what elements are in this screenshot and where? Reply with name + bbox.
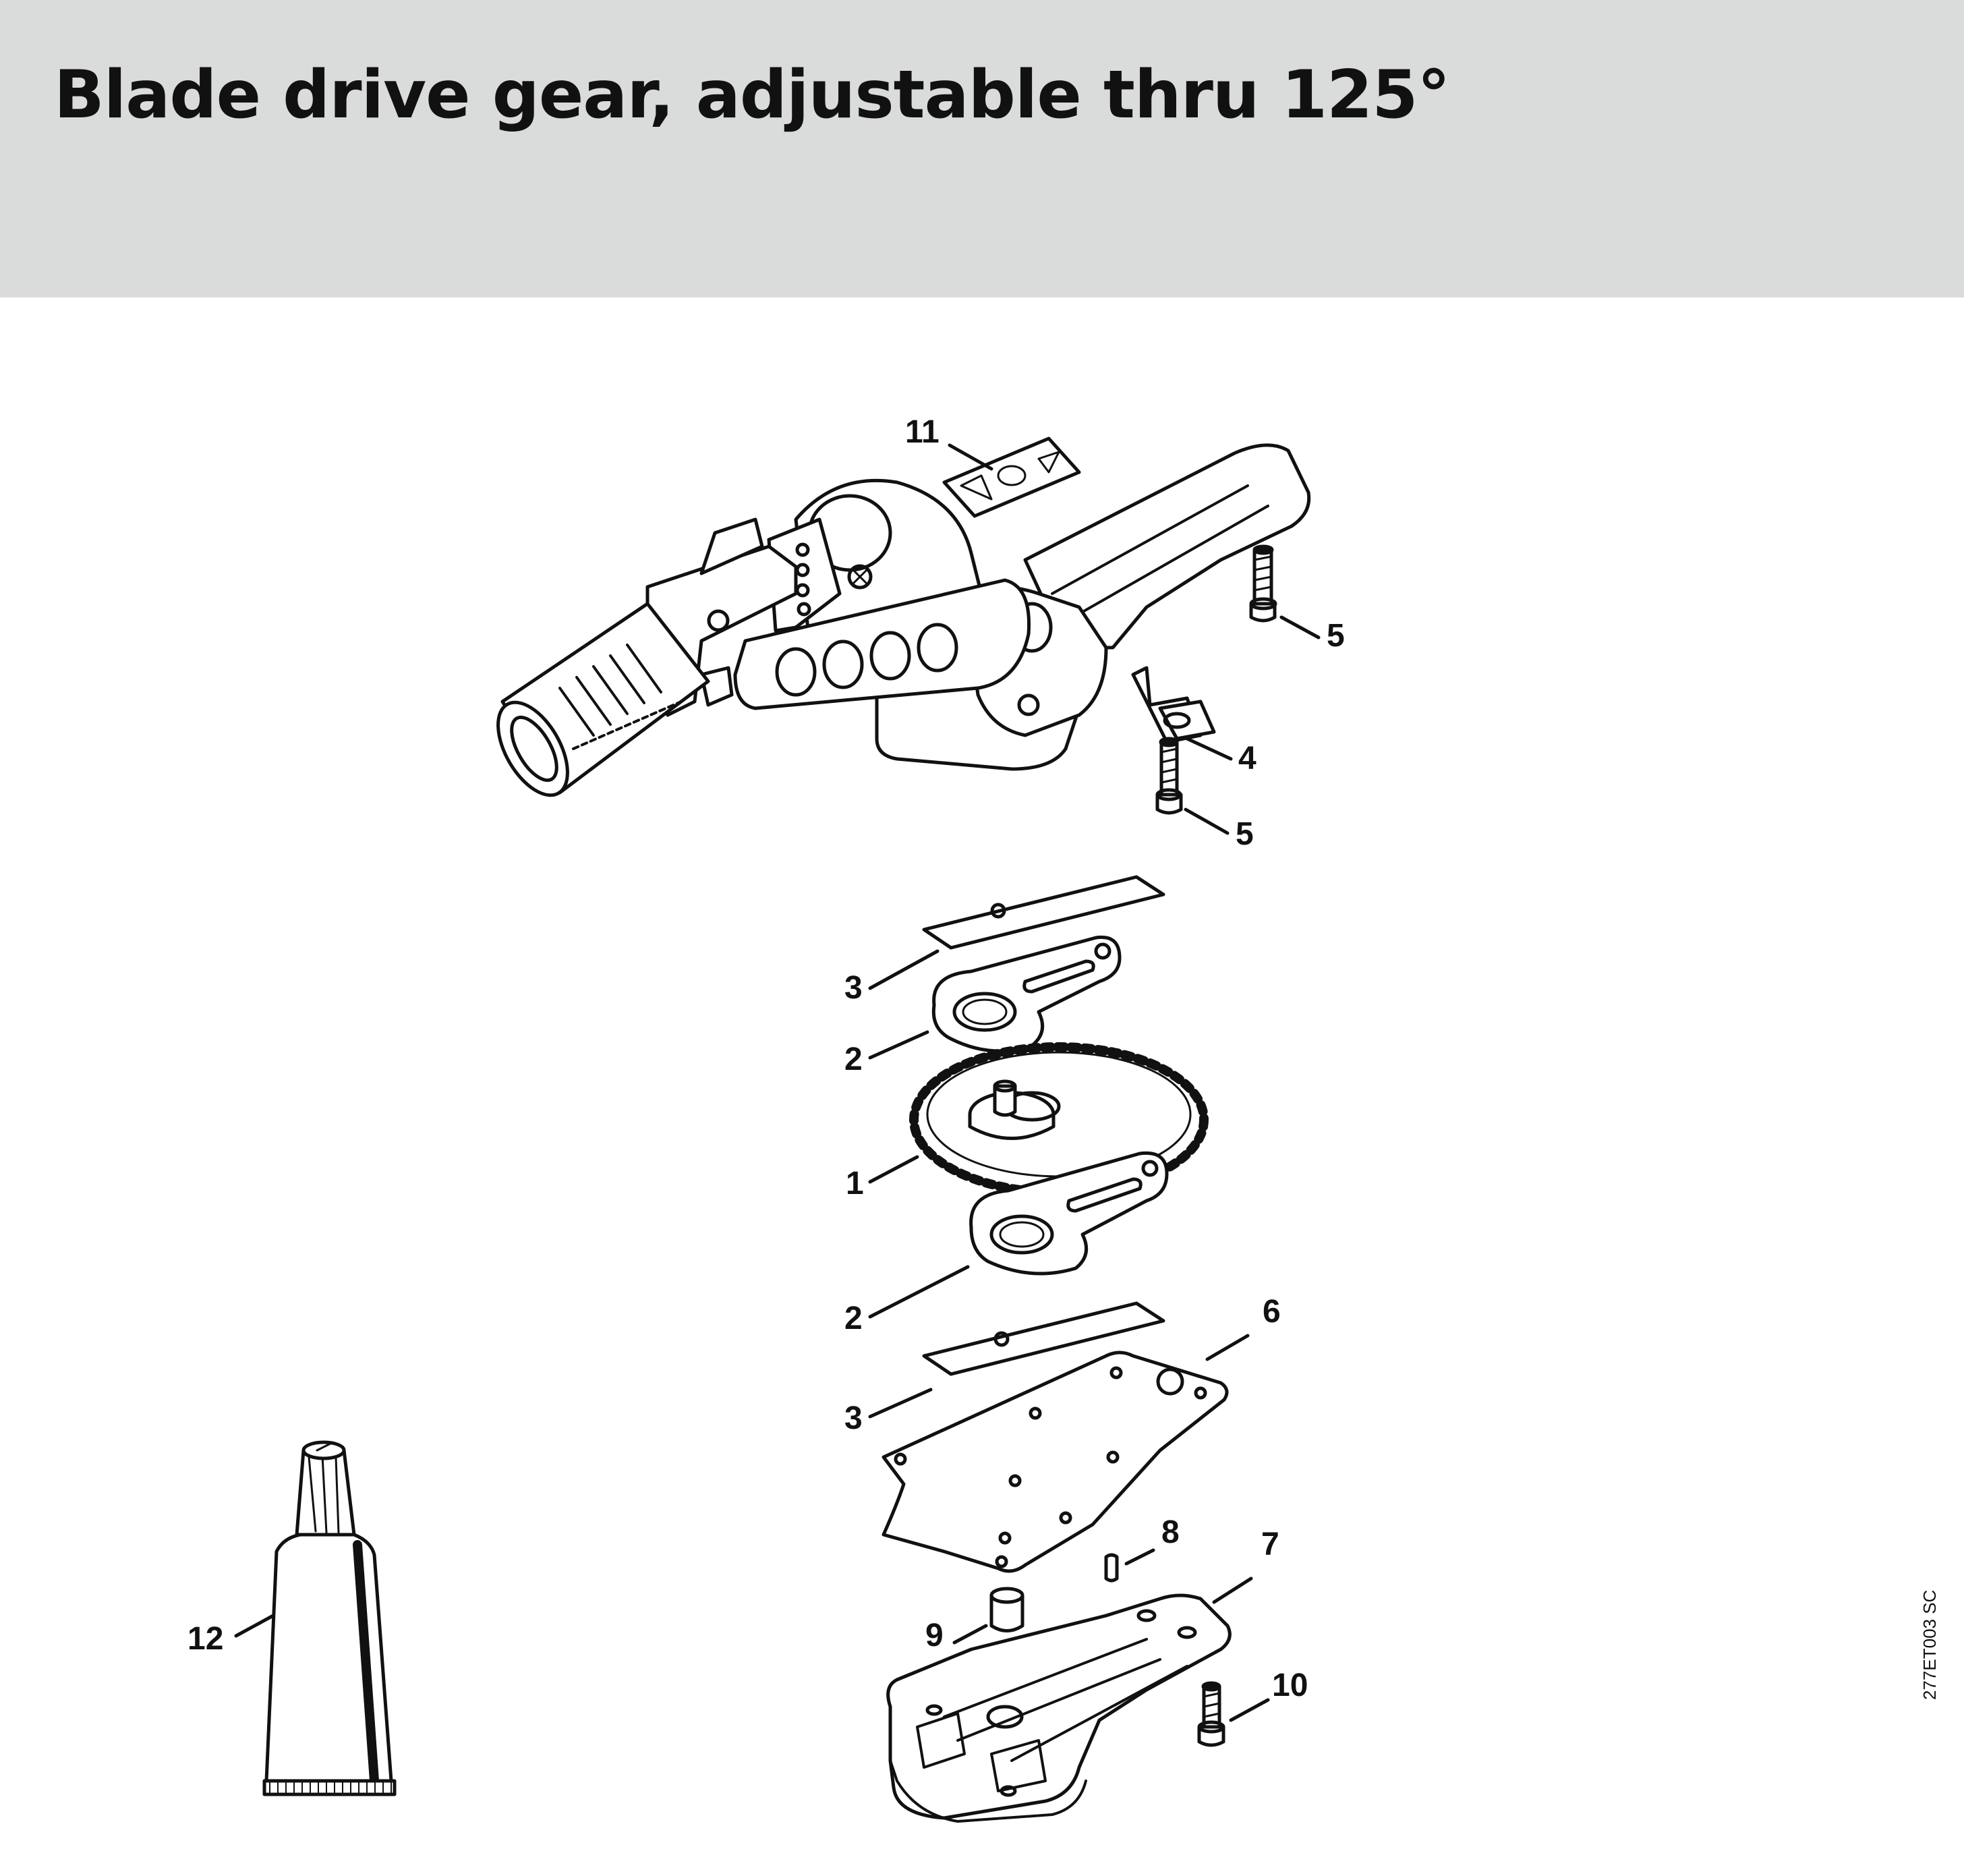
- screw-part-5-lower: [1155, 737, 1183, 815]
- screw-part-10: [1197, 1681, 1225, 1747]
- grease-tube-part-12: [262, 1440, 397, 1796]
- diagram-svg: [234, 436, 1321, 1823]
- screw-part-5-upper: [1249, 544, 1277, 623]
- callout-4: 4: [1238, 741, 1257, 776]
- callout-5-upper: 5: [1327, 618, 1345, 654]
- gasket-part-6: [882, 1351, 1229, 1573]
- callout-12: 12: [187, 1621, 224, 1657]
- shim-part-3-lower: [922, 1301, 1165, 1376]
- gear-head-housing: [496, 443, 1311, 797]
- connecting-rod-part-2-upper: [931, 935, 1122, 1053]
- decal-part-11: [942, 436, 1081, 518]
- connecting-rod-part-2-lower: [969, 1151, 1169, 1276]
- exploded-parts-diagram: 11 5 4 5 3 2 1 2 6 3 8 7 9 10 12: [0, 297, 1964, 1873]
- callout-6: 6: [1263, 1294, 1281, 1330]
- page-title: Blade drive gear, adjustable thru 125°: [54, 57, 1450, 134]
- callout-2-upper: 2: [844, 1042, 863, 1077]
- callout-7: 7: [1261, 1527, 1279, 1562]
- callout-2-lower: 2: [844, 1301, 863, 1336]
- callout-1: 1: [846, 1166, 864, 1201]
- callout-11: 11: [905, 414, 940, 450]
- shim-part-3-upper: [922, 875, 1165, 950]
- header-band: Blade drive gear, adjustable thru 125°: [0, 0, 1964, 297]
- pin-part-8: [1104, 1553, 1119, 1583]
- callout-3-upper: 3: [844, 970, 863, 1006]
- callout-10: 10: [1272, 1668, 1308, 1703]
- sleeve-part-9: [989, 1587, 1024, 1632]
- callout-5-lower: 5: [1236, 816, 1254, 852]
- leader-lines: [234, 443, 1321, 1722]
- diagram-reference-code: 277ET003 SC: [1919, 1589, 1940, 1700]
- callout-3-lower: 3: [844, 1400, 863, 1436]
- callout-9: 9: [925, 1618, 944, 1653]
- callout-8: 8: [1161, 1514, 1180, 1550]
- bracket-part-4: [1131, 666, 1216, 744]
- base-plate-part-7: [886, 1593, 1232, 1823]
